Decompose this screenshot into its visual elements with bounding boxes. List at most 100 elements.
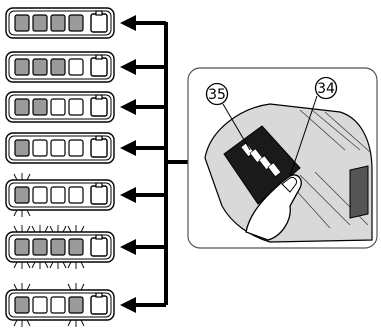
blink-ray	[26, 283, 31, 291]
callout-35: 35	[205, 82, 229, 106]
battery-icon-terminal	[95, 94, 103, 100]
battery-row	[5, 132, 115, 164]
indicator-frame-inner	[8, 10, 112, 36]
blink-ray	[13, 283, 18, 291]
battery-icon-terminal	[95, 10, 103, 16]
blink-ray	[31, 225, 36, 233]
blink-ray	[80, 261, 85, 269]
battery-icon-terminal	[95, 182, 103, 188]
indicator-segment	[32, 238, 48, 256]
indicator-frame-inner	[8, 54, 112, 80]
indicator-segment	[14, 238, 30, 256]
battery-row	[5, 225, 115, 269]
indicator-segment	[50, 14, 66, 32]
arrow-to-row	[120, 297, 166, 313]
battery-icon-terminal	[95, 292, 103, 298]
blink-ray	[67, 261, 72, 269]
callout-34-label: 34	[317, 81, 335, 97]
blink-ray	[67, 225, 72, 233]
blink-ray	[26, 319, 31, 327]
blink-marks	[13, 225, 31, 269]
blink-ray	[13, 173, 18, 181]
battery-icon	[90, 57, 108, 77]
fingernail	[281, 177, 297, 193]
blink-ray	[26, 209, 31, 217]
battery-row	[5, 283, 115, 327]
indicator-segment	[68, 58, 84, 76]
tool-side-window	[349, 165, 369, 219]
inset-panel: 35 34	[187, 67, 378, 249]
indicator-segment	[68, 14, 84, 32]
battery-icon	[90, 13, 108, 33]
indicator-segment	[68, 186, 84, 204]
arrow-to-row	[120, 59, 166, 75]
indicator-segment	[68, 296, 84, 314]
blink-ray	[62, 225, 67, 233]
indicator-segment	[14, 139, 30, 157]
blink-ray	[26, 173, 31, 181]
indicator-segment	[14, 14, 30, 32]
indicator-segment	[50, 238, 66, 256]
blink-marks	[13, 173, 31, 217]
indicator-segment	[32, 14, 48, 32]
battery-icon-terminal	[95, 135, 103, 141]
battery-icon	[90, 237, 108, 257]
blink-ray	[67, 283, 72, 291]
indicator-segment	[32, 139, 48, 157]
indicator-segment	[50, 58, 66, 76]
battery-icon-terminal	[95, 234, 103, 240]
arrow-to-row	[120, 187, 166, 203]
finger	[245, 174, 302, 241]
blink-marks	[13, 283, 31, 327]
indicator-lamps	[240, 142, 282, 177]
indicator-segment	[32, 186, 48, 204]
blink-marks	[67, 225, 85, 269]
blink-ray	[62, 261, 67, 269]
blink-ray	[44, 225, 49, 233]
indicator-segment	[32, 58, 48, 76]
arrow-head	[120, 187, 136, 203]
blink-ray	[67, 319, 72, 327]
blink-ray	[80, 319, 85, 327]
blink-ray	[13, 319, 18, 327]
indicator-segment	[32, 98, 48, 116]
blink-ray	[31, 261, 36, 269]
leader-line-35	[222, 103, 251, 151]
battery-icon	[90, 97, 108, 117]
callout-34: 34	[314, 76, 338, 100]
arrow-head	[120, 59, 136, 75]
row-arrows	[120, 15, 166, 313]
arrow-head	[120, 239, 136, 255]
arrow-head	[120, 297, 136, 313]
battery-row	[5, 51, 115, 83]
blink-ray	[26, 261, 31, 269]
leader-line-34	[289, 95, 318, 177]
arrow-to-row	[120, 99, 166, 115]
indicator-segment	[32, 296, 48, 314]
indicator-segment	[14, 296, 30, 314]
indicator-frame-inner	[8, 94, 112, 120]
indicator-segment	[14, 58, 30, 76]
blink-marks	[31, 225, 49, 269]
battery-row	[5, 91, 115, 123]
blink-ray	[13, 261, 18, 269]
callout-35-label: 35	[208, 87, 226, 103]
blink-ray	[80, 225, 85, 233]
blink-ray	[80, 283, 85, 291]
arrow-to-row	[120, 15, 166, 31]
indicator-segment	[50, 98, 66, 116]
indicator-frame-inner	[8, 292, 112, 318]
blink-ray	[49, 261, 54, 269]
battery-icon-terminal	[95, 54, 103, 60]
blink-marks	[67, 283, 85, 327]
indicator-segment	[50, 139, 66, 157]
indicator-segment	[68, 98, 84, 116]
arrow-to-row	[120, 239, 166, 255]
indicator-frame-inner	[8, 234, 112, 260]
battery-row	[5, 7, 115, 39]
battery-rows	[5, 7, 115, 327]
indicator-segment	[50, 296, 66, 314]
battery-row	[5, 173, 115, 217]
indicator-frame-inner	[8, 182, 112, 208]
